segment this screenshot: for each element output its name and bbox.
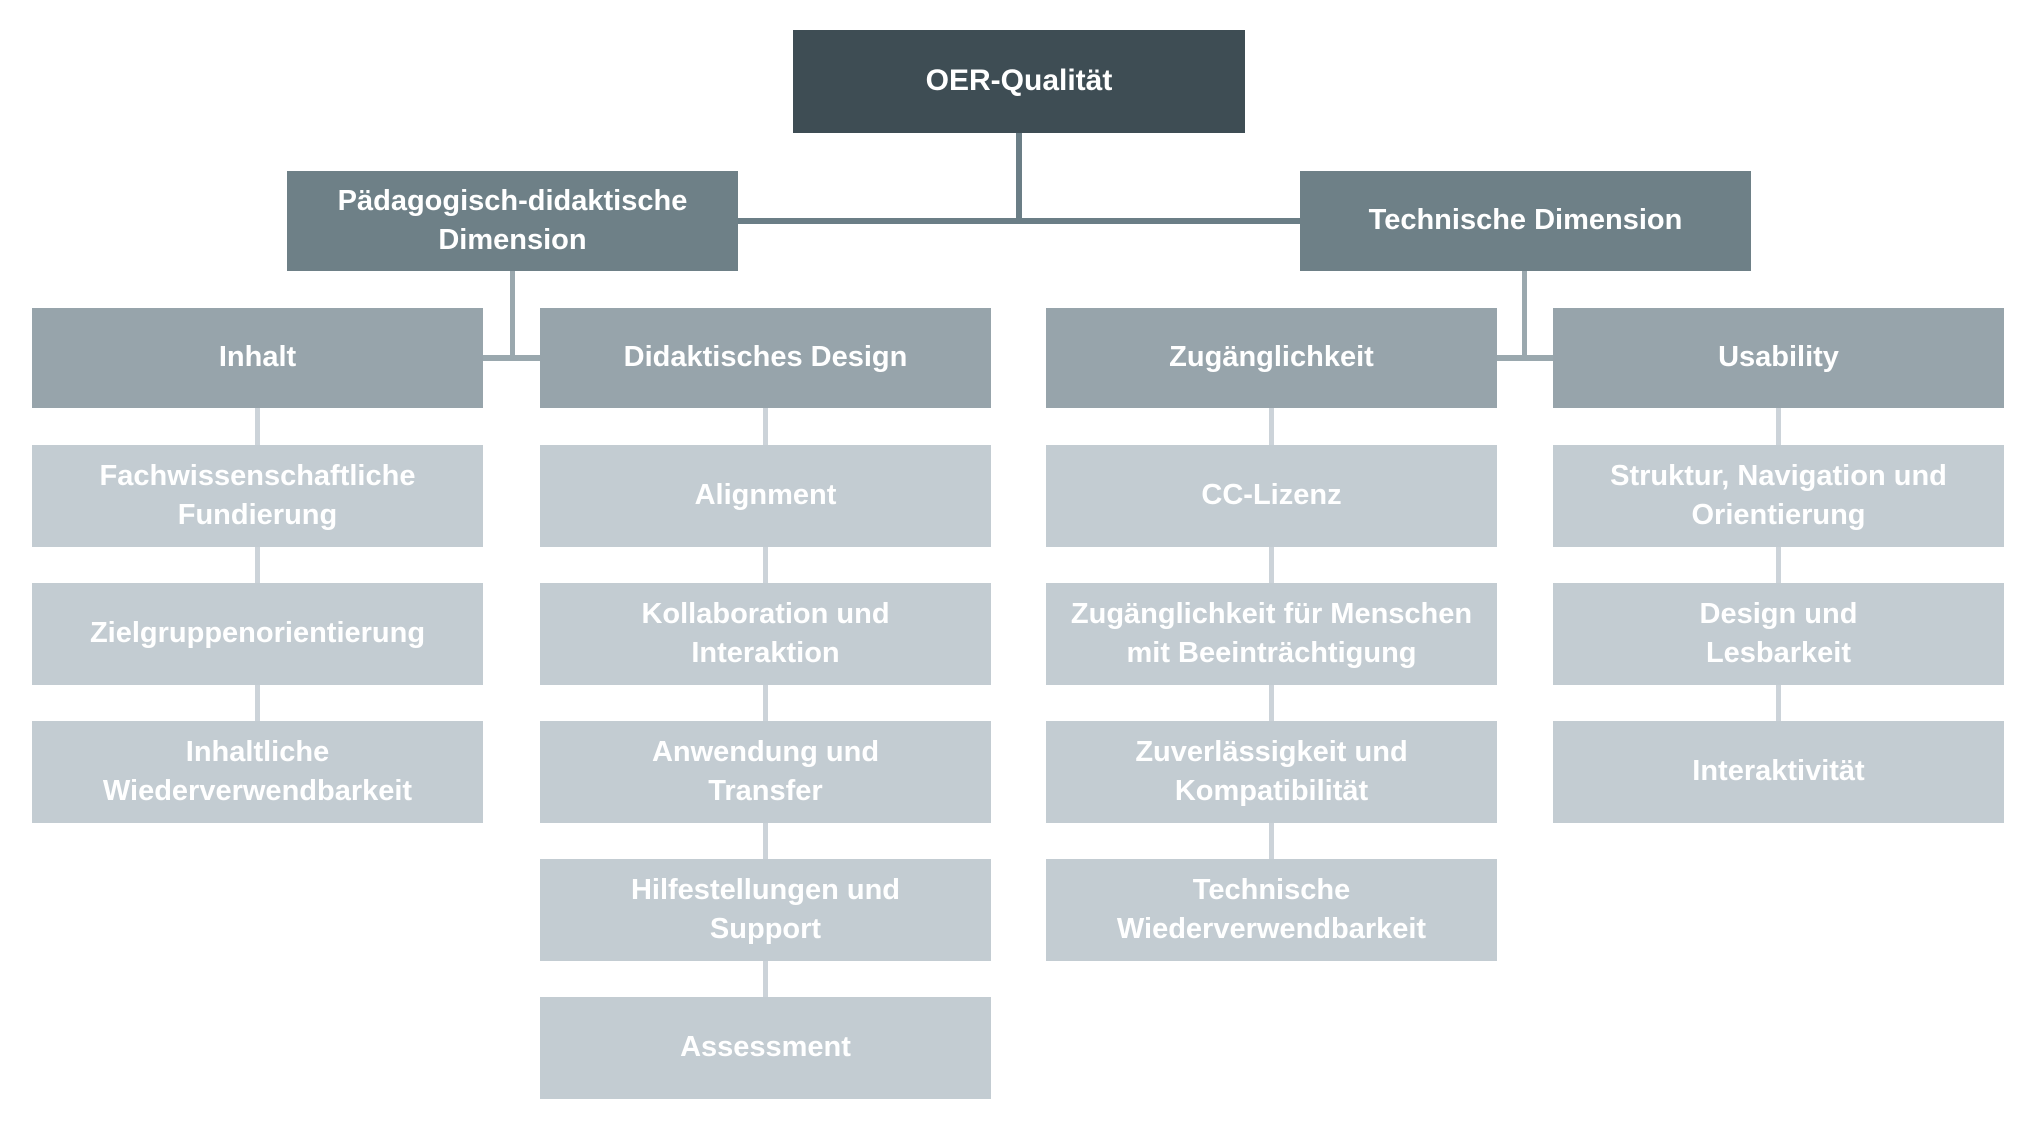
connector-dimension2-horizontal bbox=[1497, 355, 1553, 361]
connector-dimension1-vertical bbox=[510, 271, 515, 361]
criterion-node-design-und-lesbarkeit: Design und Lesbarkeit bbox=[1553, 583, 2004, 685]
criterion-node-zuverlaessigkeit-und-kompatibilitaet: Zuverlässigkeit und Kompatibilität bbox=[1046, 721, 1497, 823]
criterion-node-assessment: Assessment bbox=[540, 997, 991, 1099]
connector-col3-seg4 bbox=[1269, 823, 1274, 859]
connector-dimension2-vertical bbox=[1522, 271, 1527, 361]
dimension-node-technisch: Technische Dimension bbox=[1300, 171, 1751, 271]
category-node-usability: Usability bbox=[1553, 308, 2004, 408]
criterion-node-zielgruppenorientierung: Zielgruppenorientierung bbox=[32, 583, 483, 685]
root-node-oer-qualitaet: OER-Qualität bbox=[793, 30, 1245, 133]
connector-col3-seg1 bbox=[1269, 408, 1274, 445]
connector-col4-seg3 bbox=[1776, 685, 1781, 721]
connector-col1-seg2 bbox=[255, 547, 260, 583]
criterion-node-anwendung-und-transfer: Anwendung und Transfer bbox=[540, 721, 991, 823]
connector-col4-seg1 bbox=[1776, 408, 1781, 445]
connector-col2-seg3 bbox=[763, 685, 768, 721]
connector-col3-seg3 bbox=[1269, 685, 1274, 721]
connector-col2-seg5 bbox=[763, 961, 768, 997]
criterion-node-interaktivitaet: Interaktivität bbox=[1553, 721, 2004, 823]
connector-col1-seg3 bbox=[255, 685, 260, 721]
category-node-didaktisches-design: Didaktisches Design bbox=[540, 308, 991, 408]
connector-col3-seg2 bbox=[1269, 547, 1274, 583]
criterion-node-cc-lizenz: CC-Lizenz bbox=[1046, 445, 1497, 547]
dimension-node-paedagogisch-didaktisch: Pädagogisch-didaktische Dimension bbox=[287, 171, 738, 271]
connector-col2-seg2 bbox=[763, 547, 768, 583]
connector-col2-seg4 bbox=[763, 823, 768, 859]
criterion-node-struktur-navigation-orientierung: Struktur, Navigation und Orientierung bbox=[1553, 445, 2004, 547]
criterion-node-technische-wiederverwendbarkeit: Technische Wiederverwendbarkeit bbox=[1046, 859, 1497, 961]
criterion-node-hilfestellungen-und-support: Hilfestellungen und Support bbox=[540, 859, 991, 961]
connector-root-vertical bbox=[1016, 133, 1022, 224]
connector-dimension1-horizontal bbox=[483, 355, 540, 361]
connector-root-horizontal bbox=[738, 218, 1300, 224]
category-node-zugaenglichkeit: Zugänglichkeit bbox=[1046, 308, 1497, 408]
category-node-inhalt: Inhalt bbox=[32, 308, 483, 408]
criterion-node-alignment: Alignment bbox=[540, 445, 991, 547]
criterion-node-inhaltliche-wiederverwendbarkeit: Inhaltliche Wiederverwendbarkeit bbox=[32, 721, 483, 823]
connector-col4-seg2 bbox=[1776, 547, 1781, 583]
connector-col1-seg1 bbox=[255, 408, 260, 445]
criterion-node-fachwissenschaftliche-fundierung: Fachwissenschaftliche Fundierung bbox=[32, 445, 483, 547]
criterion-node-zugaenglichkeit-beeintraechtigung: Zugänglichkeit für Menschen mit Beeinträ… bbox=[1046, 583, 1497, 685]
connector-col2-seg1 bbox=[763, 408, 768, 445]
criterion-node-kollaboration-und-interaktion: Kollaboration und Interaktion bbox=[540, 583, 991, 685]
